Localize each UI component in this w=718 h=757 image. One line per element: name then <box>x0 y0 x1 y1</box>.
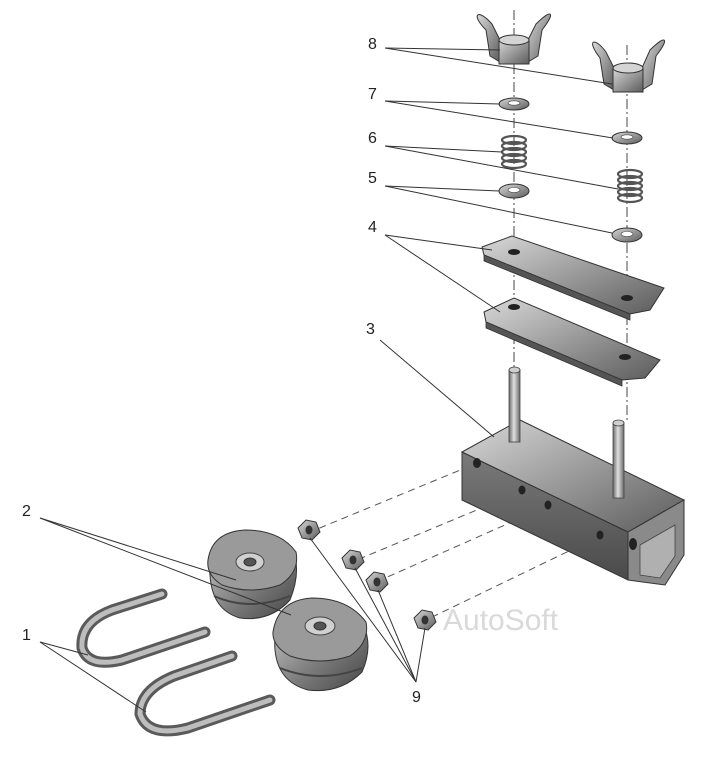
callout-7: 7 <box>368 86 377 103</box>
washer-part-5 <box>498 183 643 243</box>
clamp-plate-upper-part-4 <box>481 235 665 321</box>
callout-8: 8 <box>368 36 377 53</box>
callout-5: 5 <box>368 170 377 187</box>
callout-3: 3 <box>366 321 375 338</box>
callout-6: 6 <box>368 130 377 147</box>
spring-part-6 <box>500 134 644 204</box>
wing-nut-part-8 <box>476 13 665 93</box>
washer-part-7 <box>498 97 643 145</box>
callout-2: 2 <box>22 503 31 520</box>
callout-9: 9 <box>412 689 421 706</box>
callout-4: 4 <box>368 219 377 236</box>
callout-labels: 1 2 3 4 5 6 7 8 9 <box>22 36 421 706</box>
callout-1: 1 <box>22 627 31 644</box>
u-bolt-part-1 <box>76 588 276 737</box>
leader-lines <box>39 47 619 713</box>
clamp-plate-lower-part-4 <box>483 297 661 387</box>
nut-part-9 <box>297 519 437 631</box>
bracket-part-3 <box>460 366 686 586</box>
watermark-text: AutoSoft <box>443 604 559 637</box>
rubber-pad-part-2 <box>207 529 369 692</box>
